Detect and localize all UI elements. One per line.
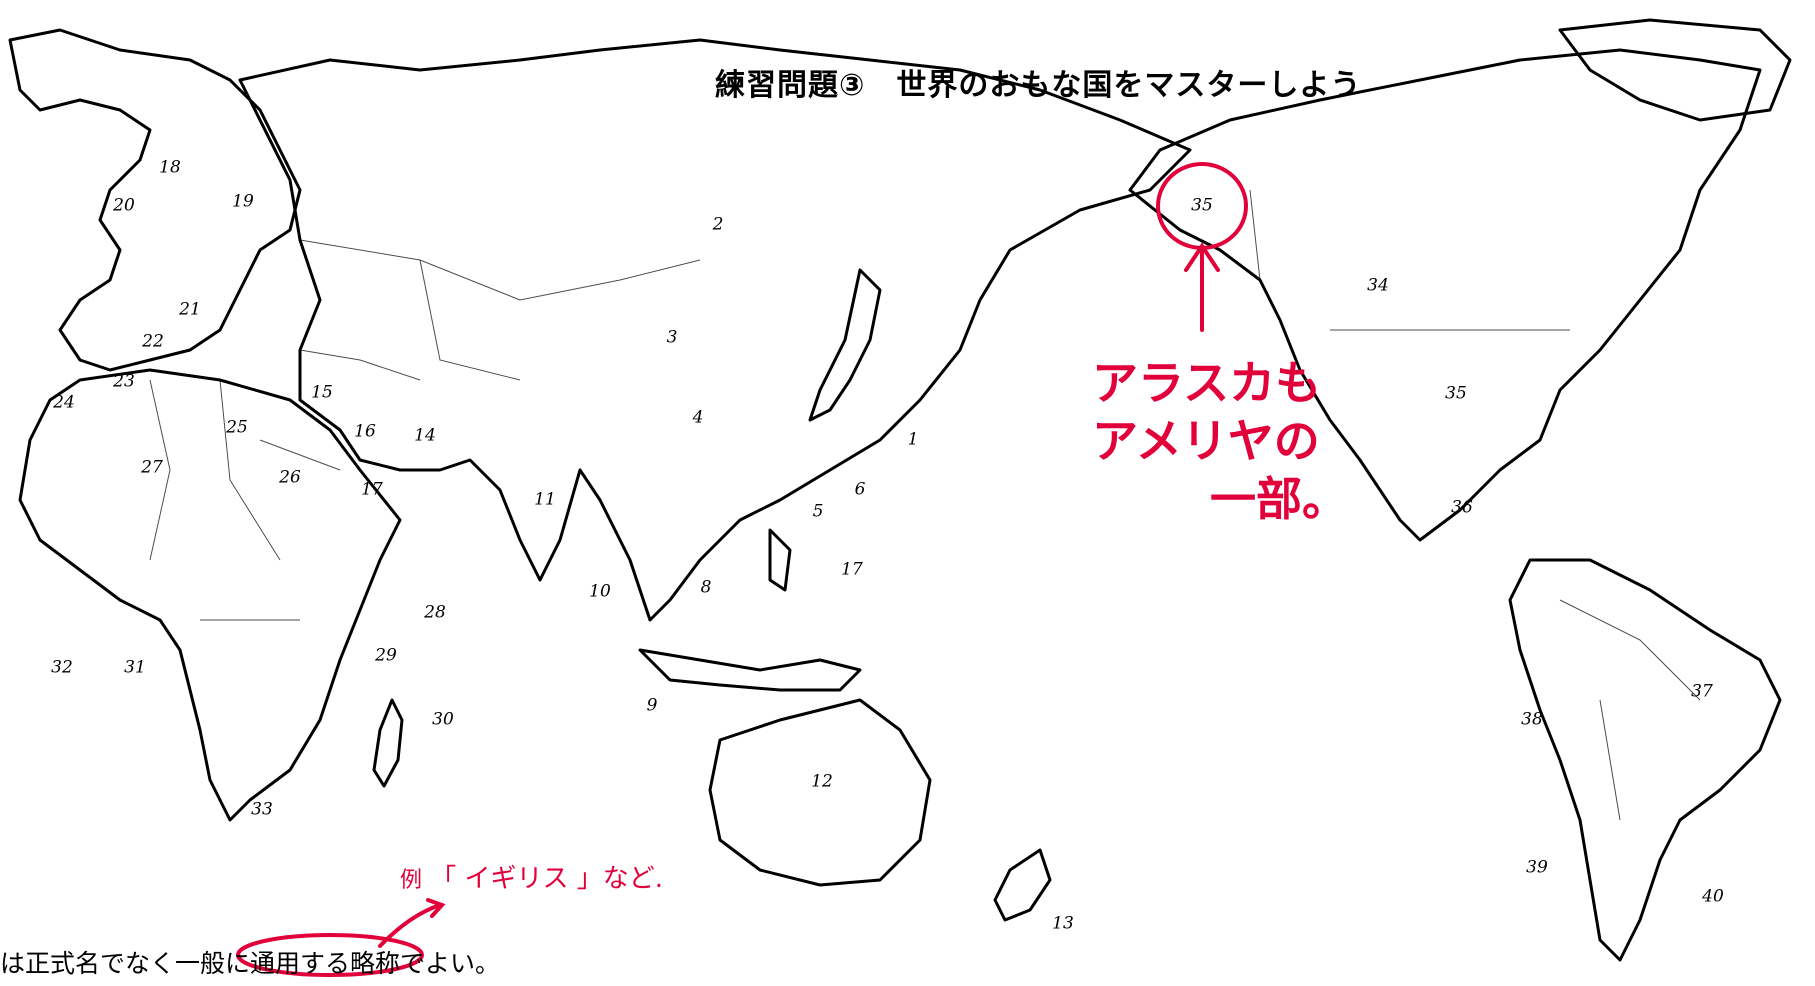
country-number: 36: [1451, 497, 1473, 518]
landmass-greenland: [1558, 18, 1792, 122]
landmass-south-america: [1508, 558, 1782, 962]
country-number: 3: [666, 327, 678, 348]
instruction-text: は正式名でなく一般に通用する略称でよい。: [0, 944, 500, 980]
example-mark: 例: [400, 868, 423, 893]
country-number: 34: [1367, 275, 1389, 296]
country-number: 37: [1691, 681, 1713, 702]
country-number: 18: [159, 157, 181, 178]
country-number: 2: [712, 214, 724, 235]
country-number: 14: [414, 425, 436, 446]
country-number: 17: [361, 479, 383, 500]
country-number: 35: [1445, 383, 1467, 404]
country-number: 17: [841, 559, 863, 580]
landmass-australia: [708, 698, 932, 887]
landmass-new-zealand: [993, 848, 1052, 922]
instruction-part2: でよい。: [400, 949, 501, 978]
alaska-note-line-1: アラスカも: [1092, 356, 1322, 410]
country-number: 22: [142, 331, 164, 352]
landmass-asia: [238, 38, 1192, 622]
country-number: 27: [141, 457, 163, 478]
landmass-north-america: [1128, 48, 1762, 542]
country-number: 1: [907, 429, 919, 450]
country-number: 23: [113, 371, 135, 392]
landmass-indonesia: [638, 648, 862, 692]
instruction-highlight: 一般に通用する略称: [175, 949, 401, 978]
landmass-japan: [808, 268, 882, 422]
page-title: 練習問題③ 世界のおもな国をマスターしよう: [715, 68, 1362, 103]
example-note: 例 「 イギリス 」など.: [400, 858, 663, 895]
landmass-madagascar: [372, 698, 404, 788]
alaska-arrow: [1184, 242, 1220, 332]
country-number: 33: [251, 799, 273, 820]
country-number: 10: [589, 581, 611, 602]
country-number: 20: [113, 195, 135, 216]
country-number: 15: [311, 382, 333, 403]
country-number: 6: [854, 479, 866, 500]
highlight-underline-circle: [236, 933, 424, 977]
country-number: 19: [232, 191, 254, 212]
country-number: 38: [1521, 709, 1543, 730]
country-number: 40: [1702, 886, 1724, 907]
example-arrow: [378, 898, 446, 948]
country-number: 30: [432, 709, 454, 730]
country-number: 4: [692, 407, 704, 428]
example-text: 「 イギリス 」など.: [430, 864, 664, 894]
country-number: 29: [375, 645, 397, 666]
country-number: 26: [279, 467, 301, 488]
country-number: 16: [354, 421, 376, 442]
alaska-note-line-2: アメリヤの: [1092, 414, 1320, 468]
alaska-note-line-3: 一部。: [1210, 472, 1348, 526]
country-number: 25: [226, 417, 248, 438]
country-number: 31: [124, 657, 146, 678]
country-number: 21: [179, 299, 201, 320]
instruction-part1: は正式名でなく: [0, 949, 176, 978]
country-number: 32: [51, 657, 73, 678]
country-number: 5: [812, 501, 824, 522]
border-lines: [149, 189, 1701, 821]
country-number: 13: [1052, 913, 1074, 934]
country-number: 39: [1526, 857, 1548, 878]
country-number: 11: [534, 489, 556, 510]
alaska-note: アラスカも アメリヤの 一部。: [1092, 360, 1348, 522]
country-number: 12: [811, 771, 833, 792]
landmass-africa: [18, 368, 402, 822]
landmass-europe: [8, 28, 302, 372]
landmass-philippines: [768, 528, 792, 592]
country-number: 9: [646, 695, 658, 716]
country-number: 28: [424, 602, 446, 623]
country-number: 24: [53, 392, 75, 413]
country-number: 8: [700, 577, 712, 598]
country-number: 35: [1191, 195, 1213, 216]
